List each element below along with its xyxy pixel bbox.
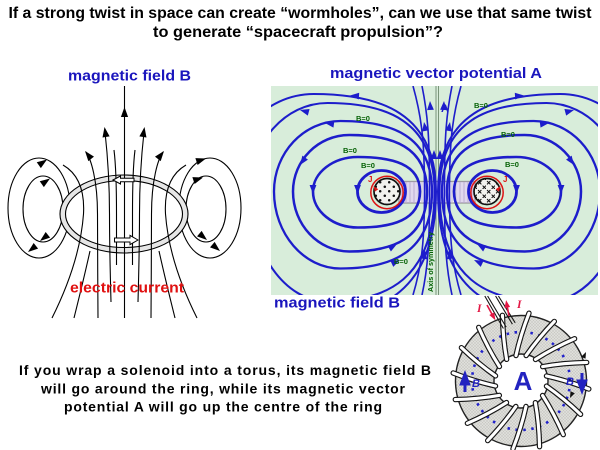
svg-text:magnetic field B: magnetic field B (68, 68, 191, 85)
svg-text:J: J (368, 175, 372, 184)
svg-text:If you wrap a solenoid into a: If you wrap a solenoid into a torus, its… (19, 362, 431, 378)
svg-text:will go around the ring, while: will go around the ring, while its magne… (40, 380, 406, 396)
svg-text:B: B (472, 378, 480, 390)
svg-text:B=0: B=0 (505, 160, 519, 169)
svg-text:B=0: B=0 (343, 146, 357, 155)
svg-text:B: B (566, 376, 574, 388)
svg-text:B=0: B=0 (501, 130, 515, 139)
svg-text:Axis of symmetry: Axis of symmetry (426, 232, 435, 292)
svg-text:potential A will go up the cen: potential A will go up the centre of the… (64, 399, 382, 415)
svg-text:B=0: B=0 (361, 161, 375, 170)
svg-text:A: A (514, 366, 533, 396)
svg-text:B=0: B=0 (356, 114, 370, 123)
svg-text:A: A (441, 103, 449, 115)
svg-text:to generate “spacecraft propul: to generate “spacecraft propulsion”? (153, 24, 443, 41)
svg-text:I: I (516, 299, 522, 311)
svg-text:I: I (476, 303, 482, 315)
svg-text:B=0: B=0 (394, 257, 408, 266)
svg-text:magnetic field B: magnetic field B (274, 295, 400, 312)
svg-text:magnetic vector potential A: magnetic vector potential A (330, 65, 542, 82)
svg-text:If a strong twist in space can: If a strong twist in space can create “w… (9, 5, 593, 22)
svg-text:B=0: B=0 (474, 101, 488, 110)
svg-text:electric current: electric current (70, 280, 184, 297)
svg-text:J: J (503, 175, 507, 184)
